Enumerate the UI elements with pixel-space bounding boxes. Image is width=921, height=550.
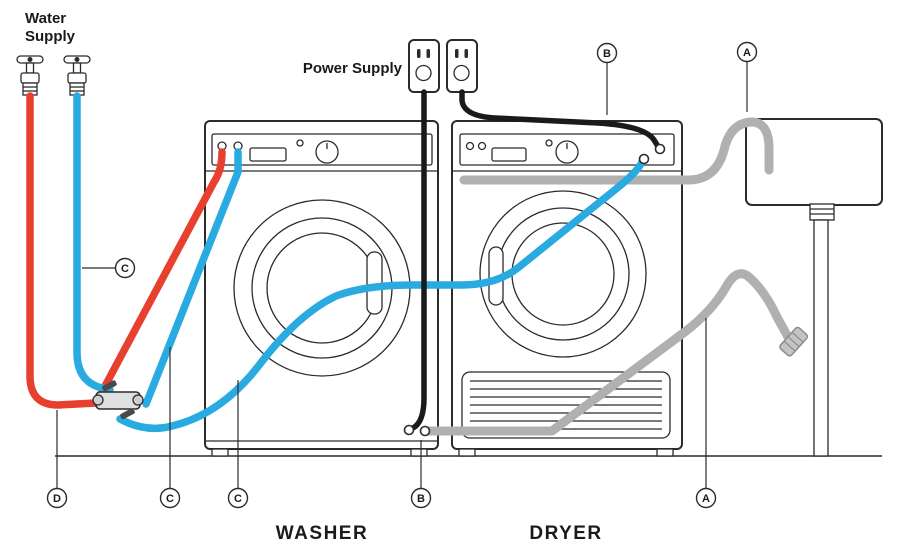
svg-text:Water: Water [25, 10, 66, 27]
outlet-left [408, 39, 440, 93]
washer-cord-plug [403, 424, 415, 436]
svg-text:B: B [417, 493, 425, 505]
svg-text:Supply: Supply [25, 28, 76, 45]
sink [745, 118, 883, 457]
callout-a-bottom: A [695, 318, 717, 509]
svg-text:B: B [603, 48, 611, 60]
standpipe [809, 203, 835, 457]
svg-text:C: C [166, 493, 174, 505]
dryer-hose-connector [638, 153, 650, 165]
dryer-label: DRYER [529, 523, 602, 544]
svg-text:C: C [234, 493, 242, 505]
washer-door [233, 199, 411, 377]
callout-d-bottom: D [46, 410, 68, 509]
dryer-foot-left [458, 448, 476, 457]
washer-foot-right [410, 448, 428, 457]
washer-power-cord [410, 89, 427, 431]
drain-hose-bottom [420, 269, 793, 436]
callout-c-bottom-1: C [159, 347, 181, 509]
washer [204, 120, 439, 457]
svg-text:A: A [743, 47, 751, 59]
dryer [451, 120, 683, 457]
dryer-foot-right [656, 448, 674, 457]
callout-b-top: B [596, 42, 618, 115]
cold-water-inlet-hose [142, 148, 242, 408]
y-connector-valve [92, 380, 144, 420]
dryer-knob [555, 140, 579, 164]
callout-c-left: C [82, 257, 136, 279]
water-supply-label: Water Supply [25, 10, 76, 45]
washer-label: WASHER [276, 523, 368, 544]
callout-a-top: A [736, 41, 758, 112]
cold-water-supply-hose [73, 92, 114, 394]
drain-hose-fitting [779, 326, 809, 357]
detergent-drawer [249, 147, 287, 162]
washer-knob [315, 140, 339, 164]
svg-text:A: A [702, 493, 710, 505]
dryer-display [491, 147, 527, 162]
washer-foot-left [211, 448, 229, 457]
hot-water-hose [26, 92, 226, 409]
drain-hose-top [459, 117, 774, 185]
cold-water-long-hose [116, 155, 647, 433]
hot-water-faucet [16, 55, 44, 96]
power-supply-label: Power Supply [303, 60, 403, 77]
callout-c-bottom-2: C [227, 380, 249, 509]
outlet-right [446, 39, 478, 93]
dryer-cord-connector [654, 143, 666, 155]
callout-b-bottom: B [410, 440, 432, 509]
svg-text:D: D [53, 493, 61, 505]
svg-text:C: C [121, 263, 129, 275]
drain-hose-connector [419, 425, 431, 437]
cold-water-faucet [63, 55, 91, 96]
